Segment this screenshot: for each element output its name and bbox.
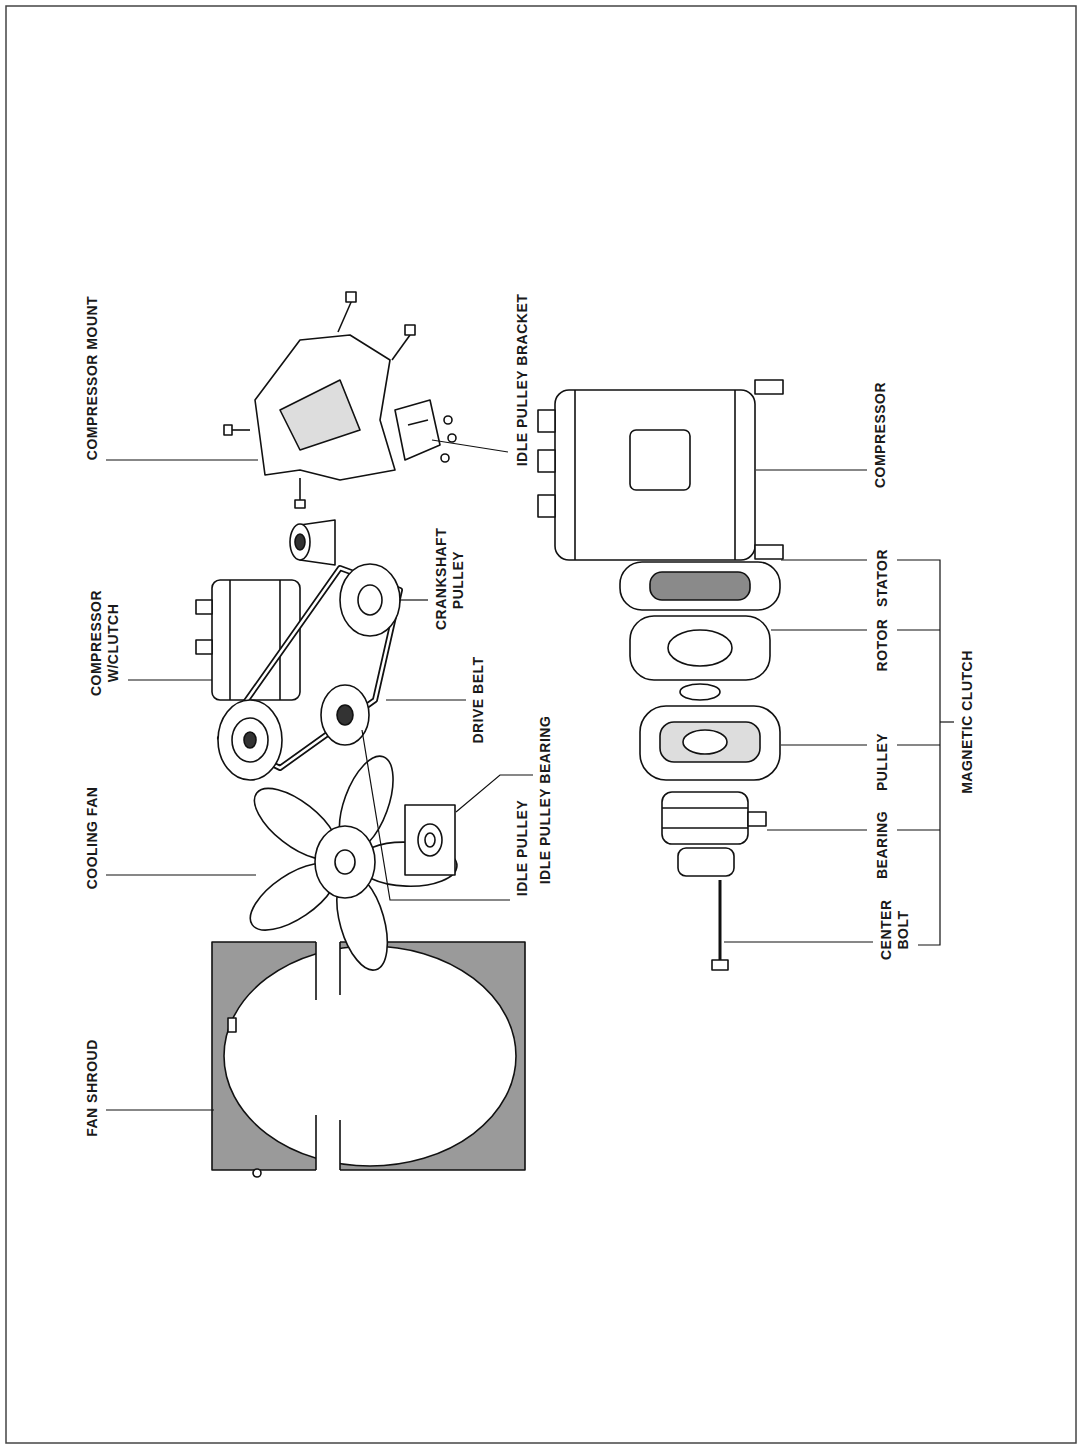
part-label: FAN SHROUD <box>84 1039 101 1137</box>
part-label: CRANKSHAFT PULLEY <box>433 530 467 630</box>
part-label: COMPRESSOR <box>872 382 889 488</box>
part-label: COMPRESSOR W/CLUTCH <box>88 588 122 698</box>
part-label: STATOR <box>874 549 891 607</box>
part-label: DRIVE BELT <box>470 656 487 743</box>
part-label: COMPRESSOR MOUNT <box>84 296 101 460</box>
part-label: BEARING <box>874 811 891 879</box>
part-label: IDLE PULLEY BRACKET <box>514 294 531 467</box>
part-label: IDLE PULLEY <box>514 800 531 897</box>
part-label: MAGNETIC CLUTCH <box>959 650 976 794</box>
part-label: COOLING FAN <box>84 787 101 890</box>
part-label: CENTER BOLT <box>878 900 912 960</box>
part-label: IDLE PULLEY BEARING <box>537 716 554 885</box>
part-label: PULLEY <box>874 733 891 791</box>
part-label: ROTOR <box>874 619 891 672</box>
